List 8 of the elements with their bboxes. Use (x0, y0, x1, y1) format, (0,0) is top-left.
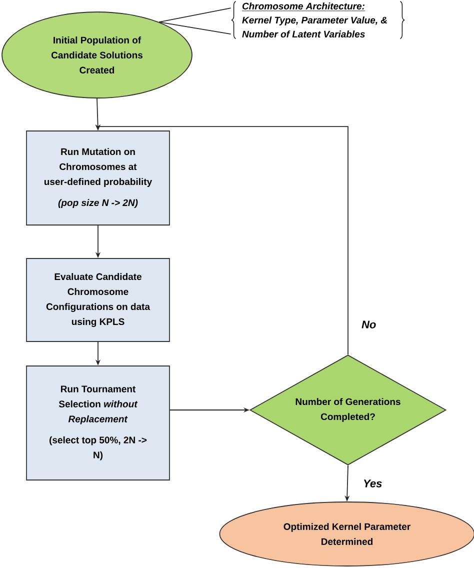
leader-line (158, 8, 232, 22)
process-box: Evaluate Candidate Chromosome Configurations on data using KPLS (26, 258, 170, 342)
edge-label: No (362, 320, 376, 328)
callout-note: Chromosome Architecture: Kernel Type, Parameter Value, & Number of Latent Variables (242, 2, 387, 38)
process-box: Run Tournament Selection without Replacement (select top 50%, 2N -> N) (26, 366, 170, 480)
leader-line (158, 22, 232, 34)
process-box: Run Mutation on Chromosomes at user-defined probability (pop size N -> 2N) (26, 130, 170, 226)
edge-label: Yes (364, 480, 382, 488)
